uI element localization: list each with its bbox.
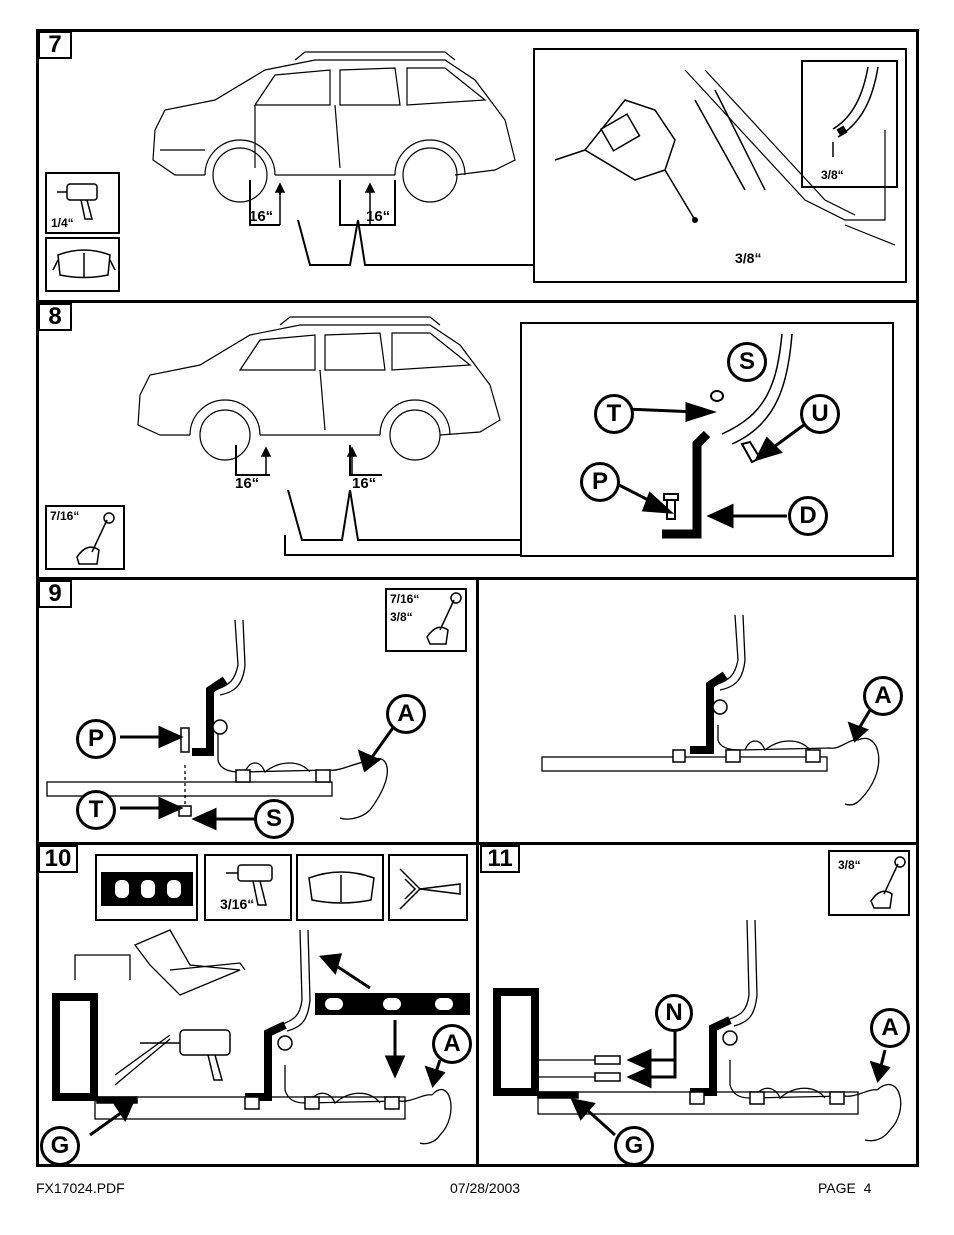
wrench-icon <box>426 592 462 645</box>
callout-A-10: A <box>432 1024 472 1064</box>
clamp-icon <box>399 868 461 910</box>
step7-detail-panel: 3/8“ 3/8“ <box>533 48 907 283</box>
dim-label-left-8: 16“ <box>235 475 260 492</box>
tool-wrench-11: 3/8“ <box>828 850 910 916</box>
tool-goggles-7 <box>45 237 120 292</box>
tool-wrench-8: 7/16“ <box>45 505 125 570</box>
step8-detail-panel: S T U P D <box>520 322 894 557</box>
tool-goggles-10 <box>296 854 384 921</box>
callout-G-10: G <box>40 1126 80 1166</box>
step7-callout-lines <box>249 180 538 266</box>
drill-size-label: 1/4“ <box>51 216 74 230</box>
wrench-icon <box>76 512 115 565</box>
divider-col <box>476 577 479 1167</box>
step11-diagram <box>493 919 902 1142</box>
step8-callout-lines <box>235 445 529 556</box>
footer-filename: FX17024.PDF <box>36 1180 125 1196</box>
step9-right-diagram <box>541 614 880 806</box>
step-number-10: 10 <box>38 845 78 873</box>
dim-label-left: 16“ <box>249 208 274 225</box>
safety-goggles-icon <box>52 249 116 279</box>
rocker-panel-edge <box>684 69 896 246</box>
drill-detail-icon <box>554 89 766 223</box>
tool-clamp-10 <box>388 854 468 921</box>
step-number-8: 8 <box>38 303 72 331</box>
callout-A-11: A <box>870 1008 910 1048</box>
tool-wrench-9: 7/16“ 3/8“ <box>385 588 467 652</box>
callout-S-9: S <box>254 799 294 839</box>
inset-depth-label: 3/8“ <box>735 250 762 266</box>
safety-goggles-icon <box>308 871 375 904</box>
callout-N-11: N <box>655 994 693 1032</box>
callout-D-8: D <box>788 496 828 536</box>
bit-depth-label: 3/8“ <box>821 168 844 182</box>
footer-page: PAGE 4 <box>818 1180 872 1196</box>
drill-bit-icon <box>832 66 879 157</box>
dim-label-right: 16“ <box>366 208 391 225</box>
step9-left-diagram <box>46 619 397 831</box>
dim-label-right-8: 16“ <box>352 475 377 492</box>
vehicle-side-view-7 <box>152 51 516 203</box>
callout-A-9: A <box>386 694 426 734</box>
callout-P-9: P <box>76 719 116 759</box>
tool-level-10 <box>95 854 198 921</box>
tool-drill-10: 3/16“ <box>204 854 292 921</box>
callout-P-8: P <box>580 462 620 502</box>
wrench-size-label-11: 3/8“ <box>838 858 861 872</box>
callout-T-8: T <box>594 394 634 434</box>
drill-size-label-10: 3/16“ <box>220 896 255 912</box>
mounting-bracket-detail <box>616 333 813 539</box>
tool-drill-7: 1/4“ <box>45 172 120 234</box>
vehicle-side-view-8 <box>137 316 501 461</box>
footer-date: 07/28/2003 <box>450 1180 521 1196</box>
step-number-11: 11 <box>480 845 520 873</box>
drill-icon <box>226 864 273 906</box>
wrench-size-label-9a: 7/16“ <box>390 592 420 606</box>
level-icon <box>101 872 193 906</box>
divider-7-8 <box>36 300 919 303</box>
drill-icon <box>57 183 98 220</box>
step10-diagram <box>52 929 470 1145</box>
step-number-7: 7 <box>38 31 72 59</box>
callout-T-9: T <box>76 790 116 830</box>
drill-bit-inset: 3/8“ <box>801 60 898 188</box>
wrench-icon <box>870 856 906 909</box>
step-number-9: 9 <box>38 580 72 608</box>
callout-G-11: G <box>614 1126 654 1166</box>
wrench-size-label-8: 7/16“ <box>50 509 80 523</box>
callout-S-8: S <box>727 342 767 382</box>
callout-A-9b: A <box>863 676 903 716</box>
wrench-size-label-9b: 3/8“ <box>390 610 413 624</box>
callout-U-8: U <box>800 394 840 434</box>
